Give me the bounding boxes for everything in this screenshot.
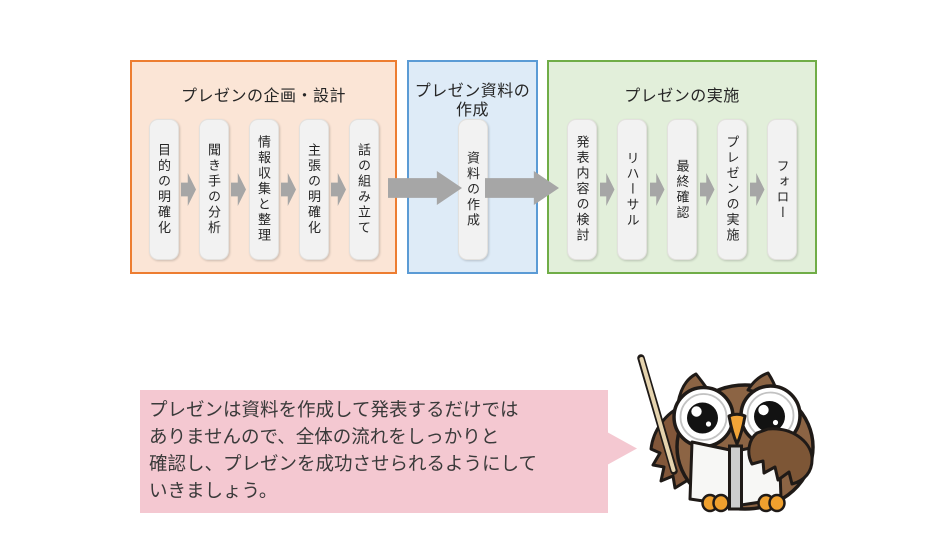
owl-right-wing	[747, 427, 814, 486]
owl-beak	[727, 412, 747, 446]
flow-step-label: 資料の作成	[465, 150, 480, 229]
flow-step-pill: プレゼンの実施	[717, 119, 747, 260]
flow-step-pill: 情報収集と整理	[248, 119, 279, 260]
flow-step-pill: 聞き手の分析	[198, 119, 229, 260]
owl-mascot-icon	[637, 354, 815, 513]
stage-create-steps: 資料の作成	[409, 119, 536, 260]
flow-step-label: 最終確認	[674, 158, 690, 221]
step-arrow-icon	[749, 173, 765, 206]
flow-step-label: 情報収集と整理	[256, 135, 271, 244]
speech-bubble-line: いきましょう。	[149, 480, 278, 501]
flow-step-pill: リハーサル	[617, 119, 647, 260]
stage-plan-steps: 目的の明確化 聞き手の分析 情報収集と整理 主張の明確化 話の組み立て	[132, 119, 395, 260]
flow-step-pill: 話の組み立て	[348, 119, 379, 260]
owl-foot	[701, 493, 786, 513]
stage-implement: プレゼンの実施 発表内容の検討 リハーサル 最終確認 プレゼンの実施 フォロー	[547, 60, 817, 274]
flow-step-pill: 目的の明確化	[148, 119, 179, 260]
flow-step-label: フォロー	[774, 158, 790, 221]
step-arrow-icon	[699, 173, 715, 206]
step-arrow-icon	[599, 173, 615, 206]
flow-step-pill: 最終確認	[667, 119, 697, 260]
stage-plan: プレゼンの企画・設計 目的の明確化 聞き手の分析 情報収集と整理 主張の明確化 …	[130, 60, 397, 274]
flow-step-label: 主張の明確化	[306, 143, 321, 236]
step-arrow-icon	[649, 173, 665, 206]
flow-step-label: 聞き手の分析	[206, 143, 221, 236]
flow-step-pill: 資料の作成	[457, 119, 488, 260]
owl-book-spine	[728, 444, 743, 511]
stage-plan-title: プレゼンの企画・設計	[180, 88, 346, 106]
speech-bubble-line: ありませんので、全体の流れをしっかりと	[149, 426, 500, 447]
flow-step-pill: フォロー	[767, 119, 797, 260]
speech-bubble: プレゼンは資料を作成して発表するだけでは ありませんので、全体の流れをしっかりと…	[140, 390, 637, 513]
speech-bubble-line: プレゼンは資料を作成して発表するだけでは	[149, 399, 519, 420]
step-arrow-icon	[181, 173, 196, 206]
step-arrow-icon	[281, 173, 296, 206]
flow-step-label: リハーサル	[624, 150, 640, 229]
step-arrow-icon	[331, 173, 346, 206]
flow-step-pill: 主張の明確化	[298, 119, 329, 260]
flow-step-label: 発表内容の検討	[574, 135, 590, 244]
stage-create: プレゼン資料の作成 資料の作成	[407, 60, 538, 274]
flow-step-label: プレゼンの実施	[724, 135, 740, 244]
step-arrow-icon	[231, 173, 246, 206]
flow-step-label: 話の組み立て	[356, 143, 371, 236]
speech-bubble-line: 確認し、プレゼンを成功させられるようにして	[149, 453, 537, 474]
flow-step-pill: 発表内容の検討	[567, 119, 597, 260]
flow-step-label: 目的の明確化	[156, 143, 171, 236]
stage-create-title: プレゼン資料の作成	[414, 83, 531, 120]
stage-implement-title: プレゼンの実施	[624, 88, 740, 106]
stage-implement-steps: 発表内容の検討 リハーサル 最終確認 プレゼンの実施 フォロー	[549, 119, 815, 260]
speech-bubble-text: プレゼンは資料を作成して発表するだけでは ありませんので、全体の流れをしっかりと…	[140, 390, 608, 504]
